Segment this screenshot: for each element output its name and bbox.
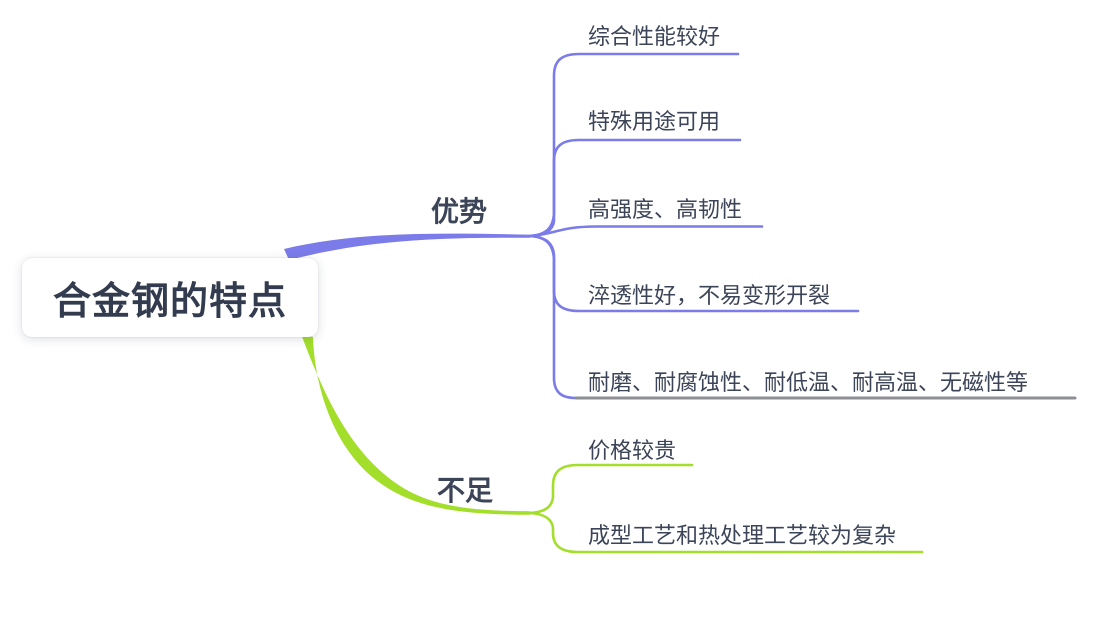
connector-advantage-5 xyxy=(528,234,578,400)
connector-disadvantage-1 xyxy=(528,463,694,515)
leaf-node-advantage-3[interactable]: 高强度、高韧性 xyxy=(588,197,743,222)
central-topic-node[interactable]: 合金钢的特点 xyxy=(22,258,318,337)
connector-advantage-3 xyxy=(528,225,764,238)
central-topic-label: 合金钢的特点 xyxy=(52,281,287,323)
leaf-node-disadvantage-2[interactable]: 成型工艺和热处理工艺较为复杂 xyxy=(588,523,897,548)
leaf-node-advantage-2[interactable]: 特殊用途可用 xyxy=(588,109,721,134)
leaf-node-advantage-5[interactable]: 耐磨、耐腐蚀性、耐低温、耐高温、无磁性等 xyxy=(588,370,1029,395)
branch-disadvantages-spine xyxy=(301,334,530,515)
branch-advantages-spine xyxy=(284,233,530,260)
leaf-node-advantage-4[interactable]: 淬透性好，不易变形开裂 xyxy=(588,283,831,308)
leaf-node-disadvantage-1[interactable]: 价格较贵 xyxy=(588,438,677,463)
leaf-node-advantage-1[interactable]: 综合性能较好 xyxy=(588,24,721,49)
branch-node-advantages[interactable]: 优势 xyxy=(431,196,488,227)
connector-disadvantage-2 xyxy=(528,511,924,554)
branch-node-disadvantages[interactable]: 不足 xyxy=(437,475,494,506)
